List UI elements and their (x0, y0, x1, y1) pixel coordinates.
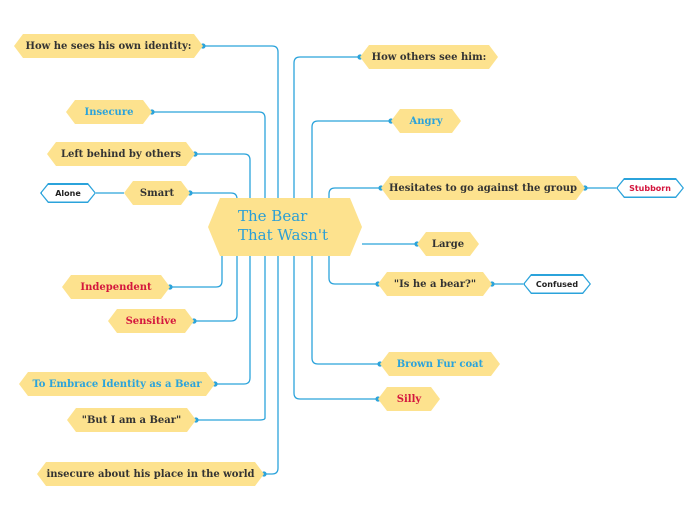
node-others-see[interactable]: How others see him: (360, 45, 498, 69)
node-smart[interactable]: Smart (124, 181, 190, 205)
link-identity (203, 45, 279, 475)
node-brown-fur[interactable]: Brown Fur coat (380, 352, 500, 376)
link-insecure (152, 111, 266, 421)
central-topic-line1: The Bear (238, 207, 308, 225)
node-angry[interactable]: Angry (391, 109, 461, 133)
node-insecure-place[interactable]: insecure about his place in the world (37, 462, 264, 486)
central-topic-line2: That Wasn't (238, 226, 328, 244)
node-is-bear[interactable]: "Is he a bear?" (378, 272, 492, 296)
tag-stubborn[interactable]: Stubborn (616, 178, 684, 198)
node-but-bear[interactable]: "But I am a Bear" (67, 408, 196, 432)
link-smart (190, 192, 238, 322)
node-silly[interactable]: Silly (378, 387, 440, 411)
node-hesitates[interactable]: Hesitates to go against the group (381, 176, 585, 200)
node-large[interactable]: Large (417, 232, 479, 256)
tag-alone-label: Alone (42, 185, 95, 202)
central-topic[interactable]: The Bear That Wasn't (208, 198, 362, 256)
tag-confused-label: Confused (525, 276, 590, 293)
node-insecure[interactable]: Insecure (66, 100, 152, 124)
node-embrace[interactable]: To Embrace Identity as a Bear (19, 372, 215, 396)
tag-stubborn-label: Stubborn (618, 180, 683, 197)
link-left-behind (195, 153, 251, 385)
tag-alone[interactable]: Alone (40, 183, 96, 203)
link-independent (170, 256, 223, 288)
node-sensitive[interactable]: Sensitive (108, 309, 194, 333)
node-identity[interactable]: How he sees his own identity: (14, 34, 203, 58)
node-left-behind[interactable]: Left behind by others (47, 142, 195, 166)
tag-confused[interactable]: Confused (523, 274, 591, 294)
node-independent[interactable]: Independent (62, 275, 170, 299)
